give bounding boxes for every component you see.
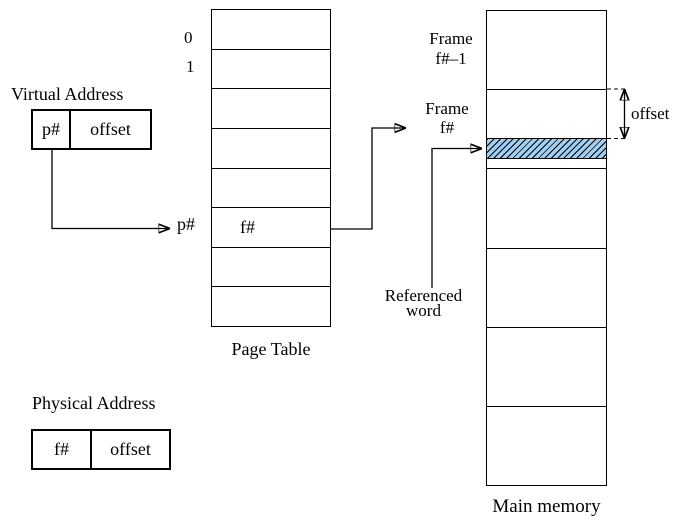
- arrow-page-table-to-frame: [331, 128, 406, 230]
- page-table: f#: [211, 9, 331, 327]
- physical-address-offset-field: offset: [110, 439, 151, 459]
- referenced-word-label-line2: word: [406, 301, 441, 320]
- physical-address-box: f# offset: [31, 429, 171, 470]
- arrow-referenced-word-to-memory: [431, 149, 482, 288]
- physical-address-title: Physical Address: [32, 393, 156, 413]
- memory-row-5: [487, 407, 606, 485]
- page-table-index-0: 0: [184, 28, 193, 47]
- page-table-row-1: [212, 50, 330, 90]
- page-table-index-p: p#: [177, 214, 195, 234]
- page-table-caption: Page Table: [231, 339, 311, 359]
- virtual-address-title: Virtual Address: [11, 84, 124, 104]
- arrow-virtual-address-to-page-table: [51, 150, 170, 229]
- virtual-address-page-field: p#: [33, 111, 71, 148]
- page-table-row-3: [212, 129, 330, 169]
- frame-prev-label: Frame f#–1: [421, 29, 481, 69]
- memory-row-4: [487, 328, 606, 407]
- page-table-row-p: f#: [212, 208, 330, 248]
- virtual-address-offset-field: offset: [90, 119, 131, 139]
- main-memory: [486, 10, 607, 486]
- page-table-entry: f#: [240, 216, 255, 237]
- frame-prev-label-line2: f#–1: [435, 49, 467, 68]
- main-memory-caption: Main memory: [492, 496, 601, 517]
- referenced-word-label-line1: Referenced: [384, 286, 463, 305]
- offset-extent-label: offset: [631, 104, 670, 123]
- frame-target-label-line1: Frame: [425, 99, 469, 118]
- page-table-row-6: [212, 248, 330, 288]
- page-table-row-7: [212, 287, 330, 326]
- physical-address-frame-field: f#: [33, 431, 92, 468]
- memory-row-2: [487, 169, 606, 249]
- page-table-index-1: 1: [186, 57, 195, 76]
- virtual-address-box: p# offset: [31, 109, 152, 150]
- frame-target-label: Frame f#: [417, 99, 477, 137]
- page-table-row-0: [212, 10, 330, 50]
- memory-frame-target-row: [487, 90, 606, 170]
- referenced-word-highlight: [486, 138, 607, 159]
- page-table-row-2: [212, 89, 330, 129]
- page-table-row-4: [212, 169, 330, 209]
- referenced-word-label: Referenced word: [376, 286, 471, 320]
- frame-prev-label-line1: Frame: [429, 29, 473, 48]
- frame-target-label-line2: f#: [439, 118, 455, 137]
- memory-row-3: [487, 249, 606, 328]
- memory-frame-prev-row: [487, 11, 606, 91]
